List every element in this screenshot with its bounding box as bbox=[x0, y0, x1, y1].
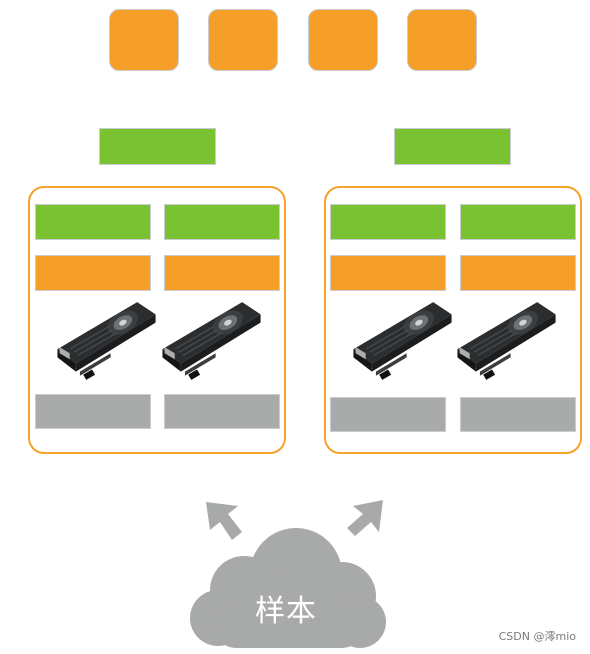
aggregate-green-bar-right bbox=[394, 128, 511, 165]
aggregate-green-bar-left bbox=[99, 128, 216, 165]
top-orange-square-2 bbox=[208, 9, 278, 71]
top-orange-square-3 bbox=[308, 9, 378, 71]
gpu-card-icon bbox=[344, 296, 459, 388]
node-right-orange-1 bbox=[330, 255, 446, 291]
node-right bbox=[324, 186, 582, 454]
node-left-green-1 bbox=[35, 204, 151, 240]
top-orange-square-4 bbox=[407, 9, 477, 71]
arrow-up-icon bbox=[347, 500, 383, 536]
node-right-gray-2 bbox=[460, 397, 576, 432]
node-left-orange-1 bbox=[35, 255, 151, 291]
node-right-green-2 bbox=[460, 204, 576, 240]
node-left-green-2 bbox=[164, 204, 280, 240]
arrow-up-icon bbox=[206, 502, 242, 540]
cloud-label: 样本 bbox=[255, 594, 317, 629]
gpu-card-icon bbox=[448, 296, 563, 388]
cloud-icon bbox=[190, 528, 386, 648]
gpu-card-icon bbox=[153, 296, 268, 388]
node-right-gray-1 bbox=[330, 397, 446, 432]
node-right-green-1 bbox=[330, 204, 446, 240]
node-left-gray-2 bbox=[164, 394, 280, 429]
node-left bbox=[28, 186, 286, 454]
node-right-orange-2 bbox=[460, 255, 576, 291]
node-left-gray-1 bbox=[35, 394, 151, 429]
top-orange-square-1 bbox=[109, 9, 179, 71]
watermark: CSDN @澪mio bbox=[498, 630, 576, 643]
node-left-orange-2 bbox=[164, 255, 280, 291]
gpu-card-icon bbox=[48, 296, 163, 388]
